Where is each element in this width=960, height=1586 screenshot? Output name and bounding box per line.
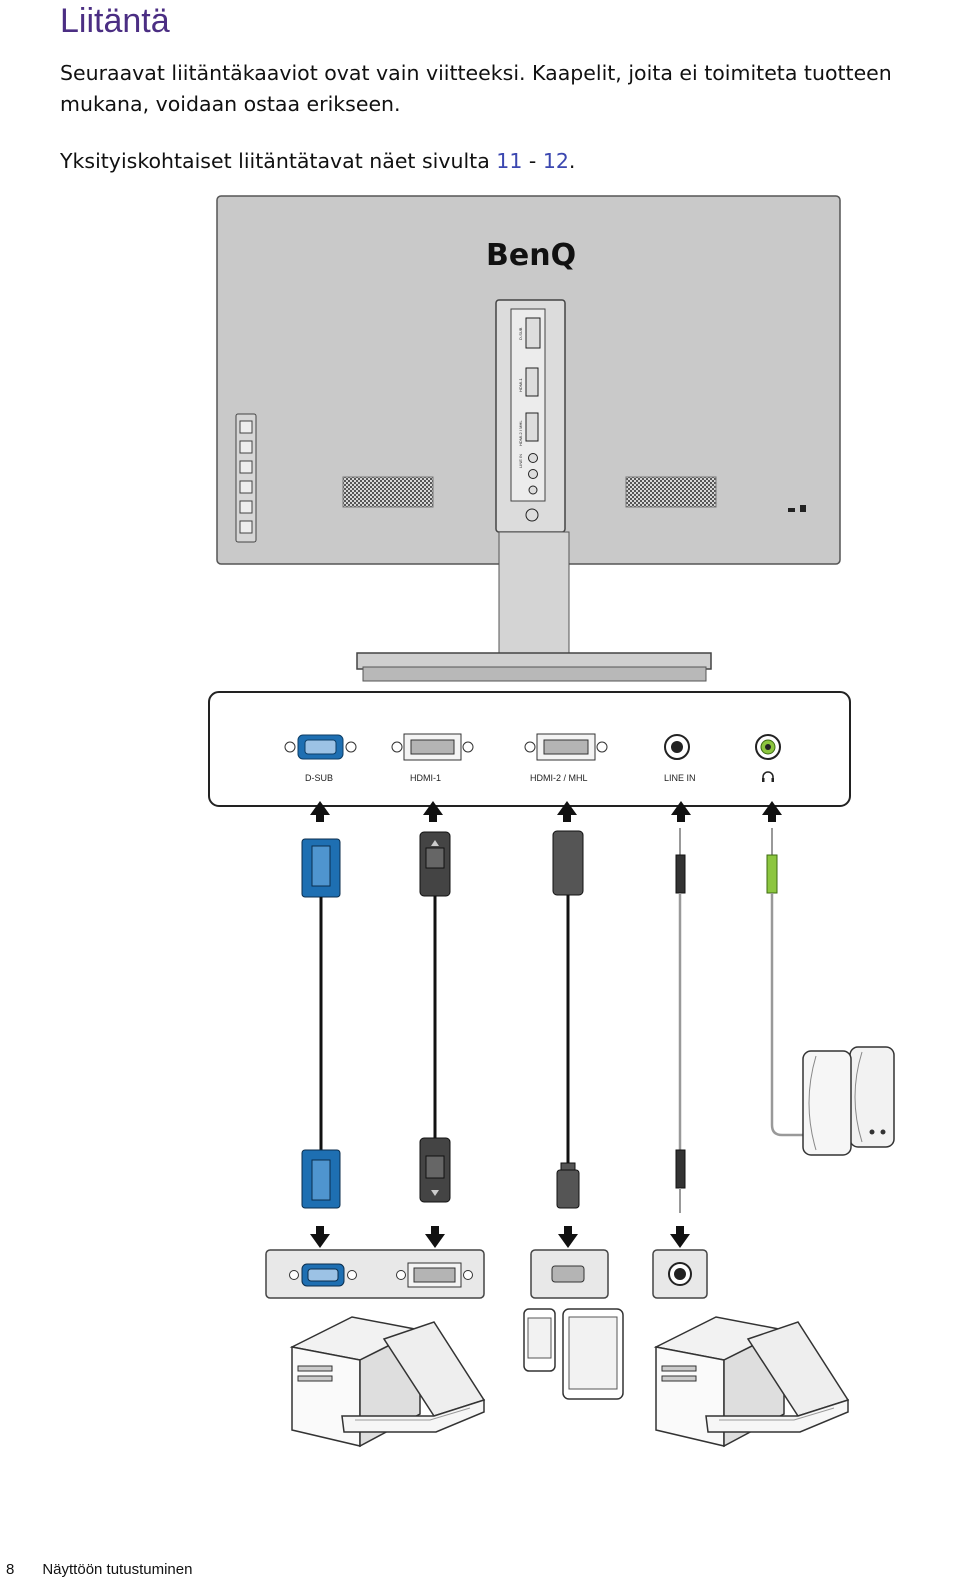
port-label-hdmi1: HDMI-1 <box>410 773 441 783</box>
arrows-up <box>310 801 782 822</box>
speaker-grille-left <box>342 476 434 508</box>
line-in-port[interactable] <box>664 734 690 760</box>
mhl-cable <box>552 830 584 1209</box>
computer-laptop-right <box>653 1316 850 1448</box>
hdmi-cable-1 <box>419 831 451 1203</box>
rear-label-linein: LINE IN <box>518 454 523 468</box>
headphone-port[interactable] <box>755 734 781 760</box>
pc-port-panel <box>265 1249 485 1299</box>
footer-section: Näyttöön tutustuminen <box>42 1561 193 1578</box>
arrows-down <box>310 1226 690 1248</box>
control-buttons <box>235 413 257 543</box>
brand-logo: BenQ <box>486 238 576 273</box>
range-separator: - <box>522 149 543 173</box>
rear-label-hdmi2: HDMI-2 / MHL <box>518 420 523 446</box>
port-panel: D-SUB HDMI-1 HDMI-2 / MHL LINE IN <box>208 691 851 807</box>
audio-cable <box>675 828 686 1213</box>
hdmi2-mhl-port[interactable] <box>524 733 608 761</box>
page-footer: 8 Näyttöön tutustuminen <box>6 1561 192 1578</box>
kensington-lock-icon <box>788 505 806 512</box>
computer-laptop-left <box>289 1316 486 1448</box>
rear-label-dsub: D-SUB <box>518 327 523 340</box>
rear-label-hdmi1: HDMI-1 <box>518 377 523 392</box>
page-link-11[interactable]: 11 <box>496 149 523 173</box>
headphone-icon <box>762 771 774 782</box>
page-link-12[interactable]: 12 <box>542 149 569 173</box>
stand-base-foot <box>362 666 707 682</box>
phone-tablet-image <box>523 1308 624 1400</box>
port-label-dsub: D-SUB <box>305 773 333 783</box>
audio-source-port-panel <box>652 1249 708 1299</box>
speakers-image <box>802 1046 895 1156</box>
stand-neck <box>498 531 570 671</box>
hdmi1-port[interactable] <box>391 733 474 761</box>
monitor-rear: BenQ D-SUB HDMI-1 <box>216 195 841 682</box>
speaker-grille-right <box>625 476 717 508</box>
rear-io-panel: D-SUB HDMI-1 HDMI-2 / MHL LINE IN <box>495 299 566 533</box>
page-title: Liitäntä <box>60 2 170 40</box>
speaker-cable <box>766 828 810 1137</box>
detail-paragraph: Yksityiskohtaiset liitäntätavat näet siv… <box>60 146 950 177</box>
port-label-linein: LINE IN <box>664 773 696 783</box>
mobile-port-panel <box>530 1249 609 1299</box>
intro-paragraph: Seuraavat liitäntäkaaviot ovat vain viit… <box>60 61 892 116</box>
detail-suffix: . <box>568 149 576 173</box>
port-label-hdmi2: HDMI-2 / MHL <box>530 773 588 783</box>
detail-text: Yksityiskohtaiset liitäntätavat näet siv… <box>60 149 497 173</box>
dsub-port[interactable] <box>284 734 357 760</box>
page-number: 8 <box>6 1561 15 1578</box>
vga-cable <box>301 838 341 1209</box>
